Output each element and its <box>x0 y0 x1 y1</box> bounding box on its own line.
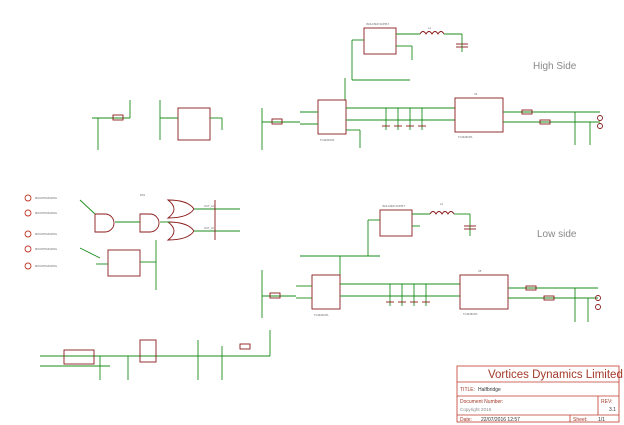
driver-u4-ref: U4 <box>474 92 478 96</box>
driver-u5: U5 TC4426CPA <box>459 269 566 316</box>
title-block-frame <box>456 365 620 423</box>
driver-u5-body <box>459 274 509 310</box>
ic-left-low-label: TC4420CPA <box>314 313 329 317</box>
title-value: Halfbridge <box>478 387 501 393</box>
driver-u4: U4 TC4426CPA <box>454 92 560 139</box>
copyright-text: Copyright 2016 <box>460 407 492 412</box>
company-name: Vortices Dynamics Limited <box>488 369 623 381</box>
isolated-supply-low-box <box>379 209 413 237</box>
ic-left-low-body <box>311 274 341 310</box>
isolated-supply-high-label: ISOLATED SUPPLY <box>366 22 390 26</box>
driver-u4-label: TC4426CPA <box>458 135 473 139</box>
left-section: MOUNTPAD-RING MOUNTPAD-RING MOUNTPAD-RIN… <box>24 100 240 290</box>
inductor-l1: L1 <box>419 26 468 52</box>
ic-left-high-label: TC4420CPA <box>320 138 335 142</box>
power-input-section <box>40 330 271 380</box>
logic-gate-ref: DS1 <box>140 193 146 197</box>
driver-u5-label: TC4426CPA <box>463 312 478 316</box>
capacitor-bank-low <box>380 283 460 306</box>
connector-label-4: MOUNTPAD-RING <box>35 247 57 251</box>
ic-top-left <box>177 107 211 141</box>
sheet-value: 1/1 <box>598 417 605 423</box>
net-label-out-hi: OUT_HI <box>204 226 214 230</box>
connector-label-3: MOUNTPAD-RING <box>35 232 57 236</box>
document-number-label: Document Number: <box>460 399 503 405</box>
net-label-out-lo: OUT_LO <box>204 204 214 208</box>
driver-u4-body <box>454 97 504 133</box>
rev-value: 3.1 <box>609 407 616 413</box>
ic-left-high: TC4420CPA <box>300 99 380 148</box>
title-block: Vortices Dynamics Limited TITLE: Halfbri… <box>456 365 623 423</box>
rev-label: REV: <box>601 399 612 405</box>
isolated-supply-high-box <box>363 27 397 55</box>
connector-label-5: MOUNTPAD-RING <box>35 264 57 268</box>
driver-u5-ref: U5 <box>478 269 482 273</box>
isolated-supply-high: ISOLATED SUPPLY <box>351 22 420 80</box>
ic-left-high-body <box>317 99 347 135</box>
sheet-label: Sheet: <box>573 417 587 423</box>
connector-label-1: MOUNTPAD-RING <box>35 196 57 200</box>
ic-mid-left <box>107 249 141 277</box>
logic-gates: DS1 OUT_LO OUT_HI <box>79 193 240 259</box>
connector-label-2: MOUNTPAD-RING <box>35 211 57 215</box>
low-side-label: Low side <box>537 229 577 240</box>
date-value: 22/07/2016 12:57 <box>481 417 520 423</box>
ic-left-low: TC4420CPA <box>296 274 380 317</box>
capacitor-bank-high <box>380 107 455 130</box>
isolated-supply-low-label: ISOLATED SUPPLY <box>382 204 406 208</box>
inductor-l2: L2 <box>429 202 476 236</box>
low-side-section: Low side ISOLATED SUPPLY L2 TC4420CPA <box>261 202 601 322</box>
inductor-l1-label: L1 <box>428 26 431 30</box>
title-label: TITLE: <box>460 387 475 393</box>
inductor-l2-label: L2 <box>440 202 443 206</box>
date-label: Date: <box>460 417 472 423</box>
high-side-section: High Side ISOLATED SUPPLY L1 TC4420CPA <box>261 22 603 150</box>
isolated-supply-low: ISOLATED SUPPLY <box>367 204 430 256</box>
high-side-label: High Side <box>533 61 577 72</box>
connector-block: MOUNTPAD-RING MOUNTPAD-RING MOUNTPAD-RIN… <box>24 194 57 270</box>
